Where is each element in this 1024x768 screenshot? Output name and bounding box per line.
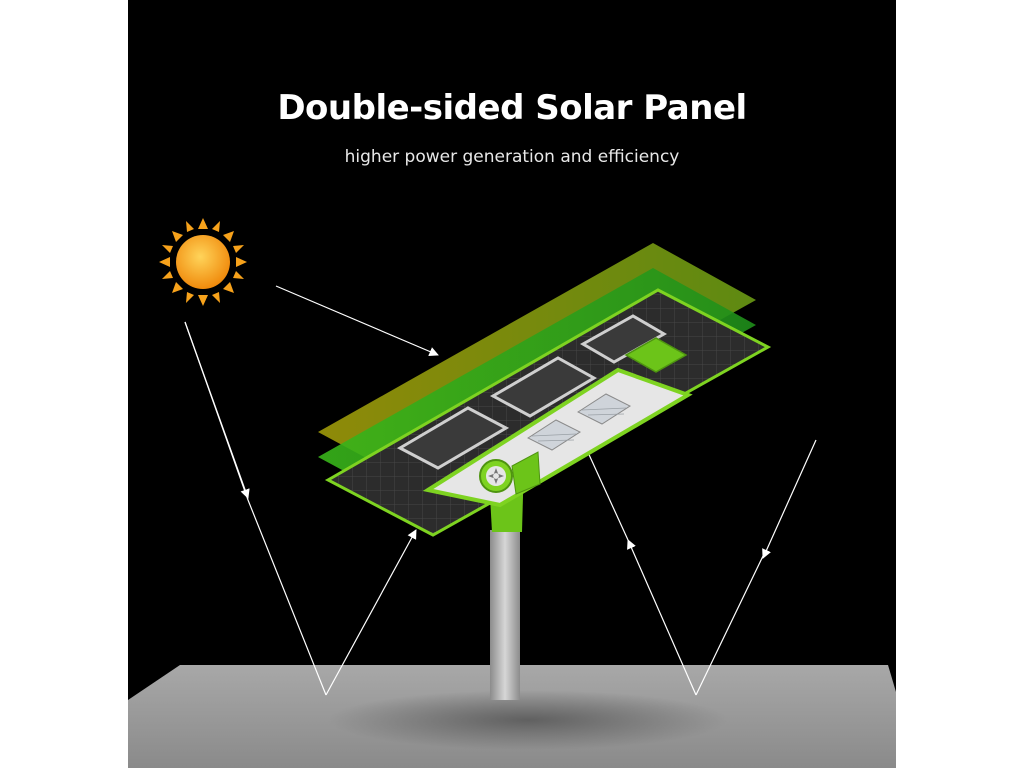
ray-sun-to-ground — [184, 321, 327, 696]
solar-light-scene — [128, 218, 896, 768]
sun-icon — [159, 218, 247, 306]
ray-sun-down-arrow — [184, 321, 250, 499]
ray-ground-to-panel-right — [627, 539, 697, 696]
led-grid — [531, 407, 627, 442]
ray-sun-to-panel — [275, 285, 439, 357]
illustration-stage: Double-sided Solar Panel higher power ge… — [128, 0, 896, 768]
page-subtitle: higher power generation and efficiency — [344, 147, 680, 167]
page-title: Double-sided Solar Panel — [277, 88, 747, 128]
battery-unit-3 — [579, 314, 668, 364]
pole-bracket — [511, 451, 541, 495]
light-rays — [184, 285, 817, 696]
controller-box — [624, 337, 688, 373]
battery-unit-2 — [489, 356, 598, 418]
battery-unit-1 — [396, 406, 510, 470]
ray-right-down — [762, 439, 817, 559]
ray-panel-to-ground-right — [585, 447, 629, 541]
fan-icon — [479, 459, 513, 493]
lamp-pole — [490, 530, 520, 700]
ground-shadow — [328, 690, 728, 750]
ray-ground-to-panel-left — [325, 529, 417, 696]
ray-right-to-ground — [695, 555, 764, 696]
